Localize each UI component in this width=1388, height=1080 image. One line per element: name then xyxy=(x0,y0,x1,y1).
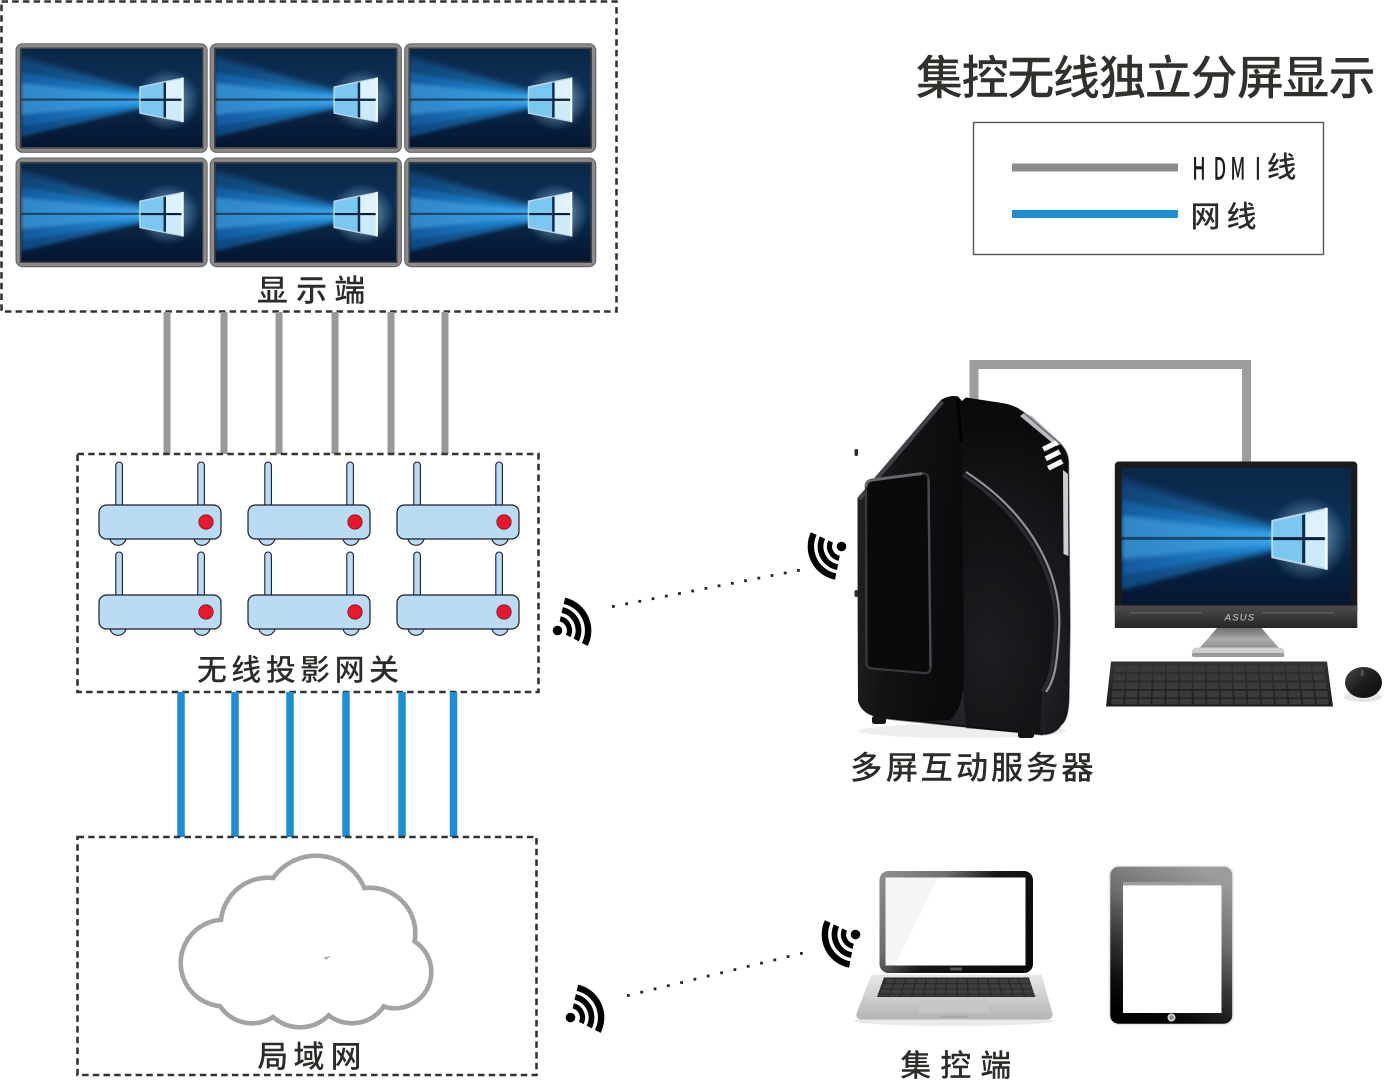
svg-text:ASUS: ASUS xyxy=(1224,613,1256,624)
